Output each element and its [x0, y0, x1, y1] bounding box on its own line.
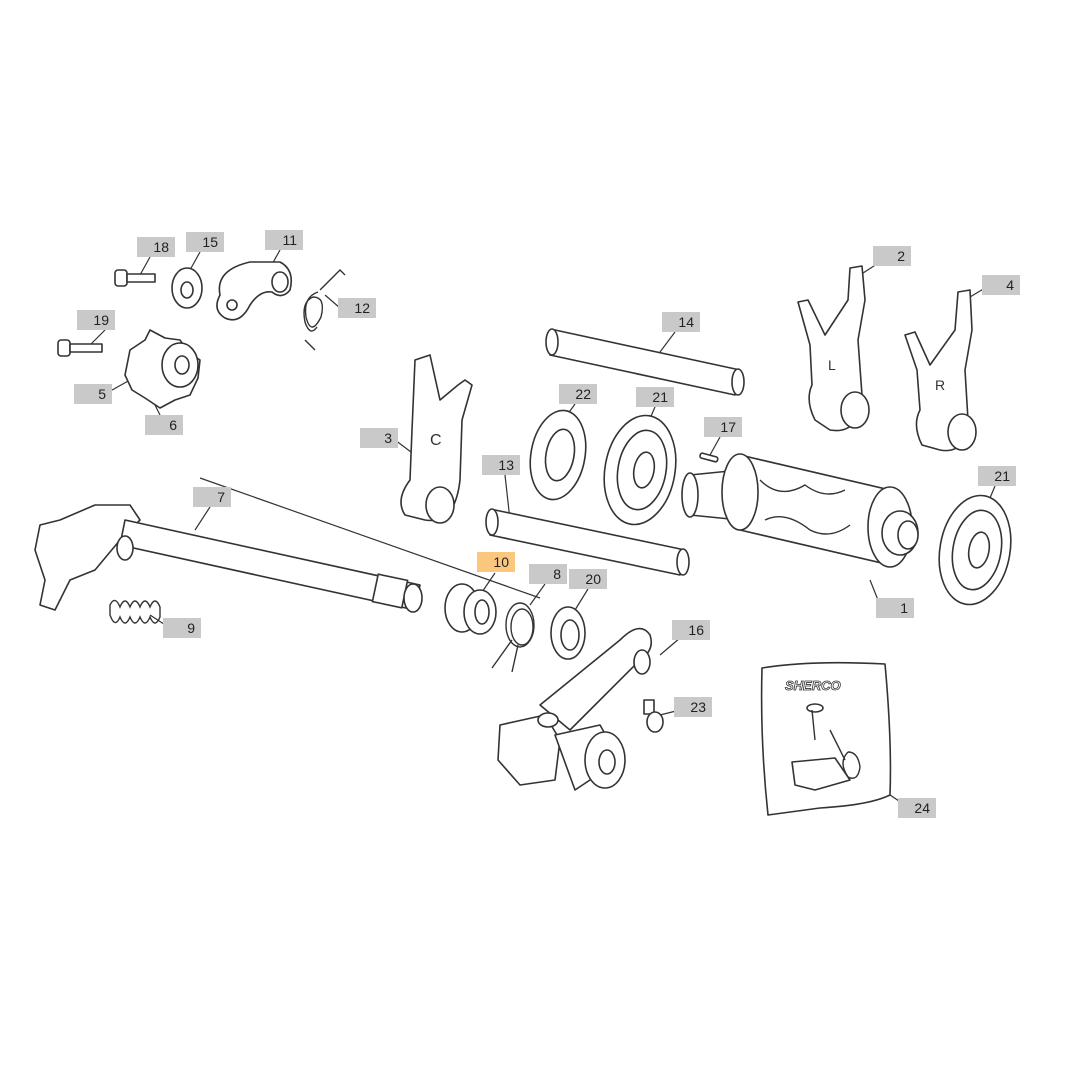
callout-4[interactable]: 4	[982, 275, 1020, 295]
callout-17[interactable]: 17	[704, 417, 742, 437]
fork-4: R	[904, 289, 977, 452]
bushing-10	[444, 583, 497, 635]
lever-11	[216, 261, 293, 321]
fork-letter-l: L	[828, 357, 836, 373]
washer-20	[550, 606, 586, 660]
callout-12[interactable]: 12	[338, 298, 376, 318]
spring-8	[491, 602, 535, 673]
callout-19[interactable]: 19	[77, 310, 115, 330]
callout-6[interactable]: 6	[145, 415, 183, 435]
callout-3[interactable]: 3	[360, 428, 398, 448]
callout-14[interactable]: 14	[662, 312, 700, 332]
washer-15	[171, 267, 203, 309]
callout-24[interactable]: 24	[898, 798, 936, 818]
callout-8[interactable]: 8	[529, 564, 567, 584]
callout-18[interactable]: 18	[137, 237, 175, 257]
selector-drum-1	[681, 453, 919, 568]
screw-23	[643, 699, 664, 733]
bearing-21b	[938, 494, 1012, 606]
callout-20[interactable]: 20	[569, 569, 607, 589]
splined-hub-16	[633, 649, 651, 675]
shift-pedal	[497, 627, 653, 791]
bolt-18	[114, 269, 156, 287]
callout-21b[interactable]: 21	[978, 466, 1016, 486]
fork-3: C	[400, 354, 473, 524]
bearing-21a	[603, 414, 677, 526]
callout-5[interactable]: 5	[74, 384, 112, 404]
shaft-14	[545, 328, 745, 396]
fork-letter-r: R	[935, 377, 945, 393]
spring-9	[109, 599, 161, 624]
callout-10-highlighted[interactable]: 10	[477, 552, 515, 572]
fork-letter-c: C	[430, 432, 442, 449]
seal-22	[529, 409, 587, 501]
star-cam-5-6	[124, 329, 201, 409]
callout-21a[interactable]: 21	[636, 387, 674, 407]
spring-12	[303, 269, 346, 351]
shift-shaft-7	[34, 504, 423, 613]
bolt-19	[57, 339, 103, 357]
callout-13[interactable]: 13	[482, 455, 520, 475]
shaft-13	[485, 508, 690, 576]
callout-16[interactable]: 16	[672, 620, 710, 640]
callout-11[interactable]: 11	[265, 230, 303, 250]
callout-15[interactable]: 15	[186, 232, 224, 252]
pin-17	[699, 452, 719, 463]
fork-2: L	[797, 265, 870, 432]
callout-22[interactable]: 22	[559, 384, 597, 404]
callout-23[interactable]: 23	[674, 697, 712, 717]
callout-1[interactable]: 1	[876, 598, 914, 618]
callout-2[interactable]: 2	[873, 246, 911, 266]
leader-lines	[89, 249, 996, 806]
kit-bag-24: SHERCO	[760, 661, 892, 816]
callout-9[interactable]: 9	[163, 618, 201, 638]
callout-7[interactable]: 7	[193, 487, 231, 507]
sherco-logo: SHERCO	[785, 678, 841, 693]
